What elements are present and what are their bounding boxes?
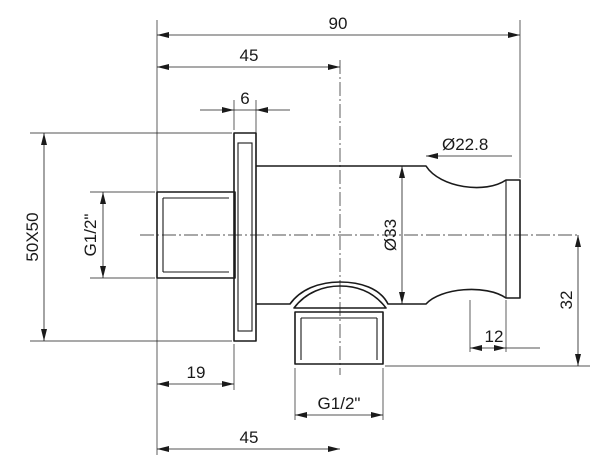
- part-outline: [156, 132, 521, 365]
- body-outline: [256, 165, 521, 305]
- dim-inlet-thread: G1/2": [81, 214, 100, 257]
- dim-outlet-thread: G1/2": [318, 394, 361, 413]
- flange-inner-edge: [237, 142, 253, 332]
- center-lines: [140, 60, 580, 375]
- dim-flange-thickness: 6: [240, 89, 249, 108]
- dim-inlet-length: 19: [187, 363, 206, 382]
- flange-plate: [233, 132, 257, 342]
- dim-outlet-offset: 12: [485, 327, 504, 346]
- dimension-labels: 90 45 6 Ø22.8 Ø33 50X50 G1/2" 32 12 19 G…: [23, 14, 576, 447]
- dim-half-length-bottom: 45: [240, 428, 259, 447]
- dim-half-length-top: 45: [240, 46, 259, 65]
- dimension-lines: [41, 32, 581, 452]
- extension-lines: [30, 20, 590, 455]
- outlet-nipple: [294, 311, 384, 365]
- dim-center-height: 32: [557, 291, 576, 310]
- dim-overall-length: 90: [329, 14, 348, 33]
- dim-body-diameter: Ø33: [381, 219, 400, 251]
- dim-flange-size: 50X50: [23, 212, 42, 261]
- dim-outlet-diameter: Ø22.8: [442, 135, 488, 154]
